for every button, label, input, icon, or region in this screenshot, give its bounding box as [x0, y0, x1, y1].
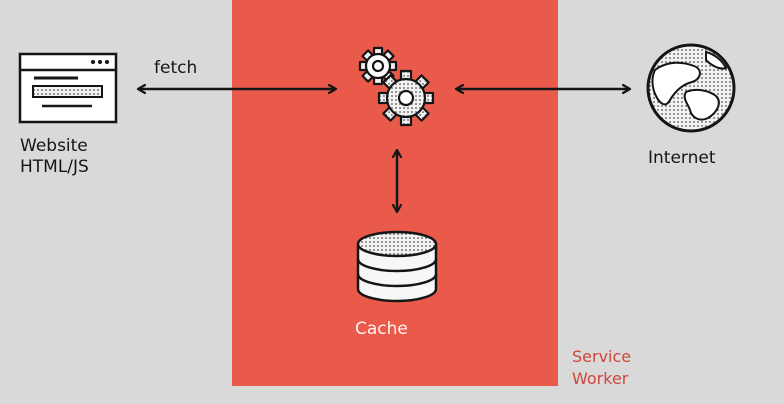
- service-worker-label-line1: Service: [572, 347, 632, 366]
- website-label-line1: Website: [20, 136, 88, 156]
- fetch-label: fetch: [154, 58, 198, 78]
- website-label-line2: HTML/JS: [20, 157, 89, 177]
- database-icon: [356, 230, 438, 303]
- gears-icon: [358, 46, 435, 127]
- website-label: Website HTML/JS: [20, 136, 89, 178]
- service-worker-label-line2: Worker: [572, 369, 629, 388]
- service-worker-label: Service Worker: [572, 346, 631, 390]
- cache-label: Cache: [355, 319, 408, 339]
- globe-icon: [646, 43, 736, 133]
- browser-window-icon: [18, 52, 118, 124]
- internet-label: Internet: [648, 148, 716, 168]
